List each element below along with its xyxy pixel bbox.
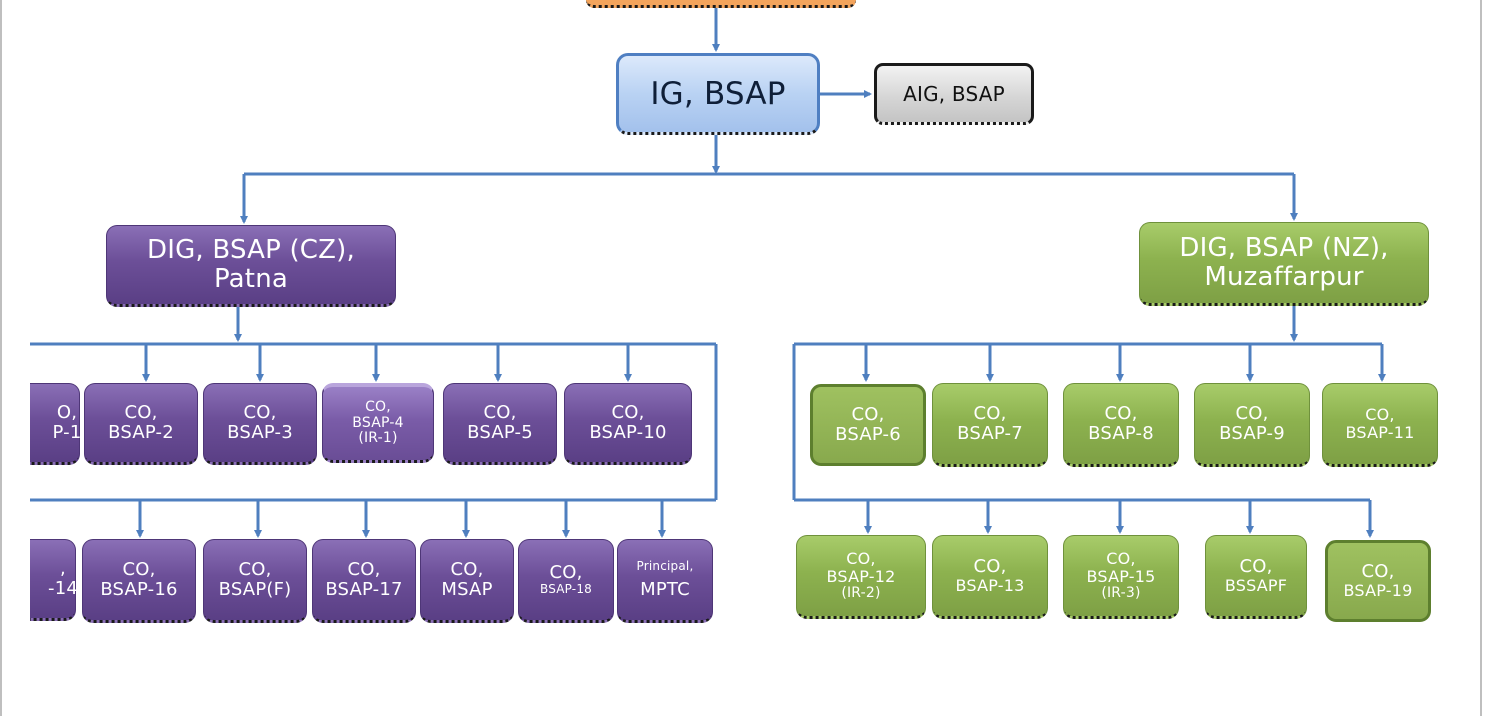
unit-box-north-row1-0: CO, BSAP-6 xyxy=(810,384,926,466)
unit-line1: CO, xyxy=(846,549,876,569)
unit-box-central-row1-0: O, P-1 xyxy=(30,383,82,465)
unit-line3: (IR-1) xyxy=(358,430,398,447)
dig-central-zone-box: DIG, BSAP (CZ), Patna xyxy=(106,225,396,307)
unit-box-central-row1-4: CO, BSAP-5 xyxy=(443,383,557,465)
unit-box-central-row2-5: CO, BSAP-18 xyxy=(518,539,614,623)
unit-box-central-row1-5: CO, BSAP-10 xyxy=(564,383,692,465)
unit-line1: CO, xyxy=(243,401,277,423)
unit-line2: BSAP-16 xyxy=(100,579,178,600)
unit-line1: CO, xyxy=(611,401,645,423)
dig-north-line2: Muzaffarpur xyxy=(1204,262,1364,292)
unit-line2: BSAP-8 xyxy=(1088,423,1154,444)
unit-line1: CO, xyxy=(1235,402,1269,424)
unit-box-north-row2-1: CO, BSAP-13 xyxy=(932,535,1048,619)
unit-line2: BSAP-10 xyxy=(589,422,667,443)
unit-line2: BSAP-4 xyxy=(352,414,404,431)
unit-box-central-row2-0: , -14 xyxy=(30,539,78,621)
dig-north-line1: DIG, BSAP (NZ), xyxy=(1179,232,1389,263)
unit-line1: CO, xyxy=(851,403,885,425)
aig-bsap-box: AIG, BSAP xyxy=(874,63,1034,125)
unit-line2: BSAP-13 xyxy=(955,576,1025,596)
ig-bsap-label: IG, BSAP xyxy=(650,75,786,112)
unit-line1: CO, xyxy=(973,402,1007,424)
unit-box-north-row1-3: CO, BSAP-9 xyxy=(1194,383,1310,467)
unit-line2: MSAP xyxy=(441,579,493,600)
clipped-unit-left-row1: O, P-1 xyxy=(30,380,82,470)
unit-line3: (IR-2) xyxy=(841,585,881,602)
unit-line2: BSAP-7 xyxy=(957,423,1023,444)
unit-box-north-row1-4: CO, BSAP-11 xyxy=(1322,383,1438,467)
unit-line2: BSAP-2 xyxy=(108,422,174,443)
unit-line1: , xyxy=(60,557,66,579)
unit-line1: CO, xyxy=(1365,405,1395,425)
unit-line2: BSAP-12 xyxy=(826,567,896,587)
unit-line1: CO, xyxy=(124,401,158,423)
clipped-unit-left-row2: , -14 xyxy=(30,536,78,626)
unit-box-north-row2-2: CO, BSAP-15 (IR-3) xyxy=(1063,535,1179,619)
left-frame-border xyxy=(0,0,2,716)
right-frame-border xyxy=(1480,0,1482,716)
unit-line2: BSAP-19 xyxy=(1343,581,1413,601)
unit-line2: BSAP(F) xyxy=(218,579,292,600)
unit-box-central-row2-2: CO, BSAP(F) xyxy=(203,539,307,623)
unit-box-central-row1-1: CO, BSAP-2 xyxy=(84,383,198,465)
dig-central-line2: Patna xyxy=(213,264,289,294)
unit-line1: O, xyxy=(56,401,78,423)
unit-line3: (IR-3) xyxy=(1101,585,1141,602)
unit-line2: BSAP-5 xyxy=(467,422,533,443)
dig-north-zone-box: DIG, BSAP (NZ), Muzaffarpur xyxy=(1139,222,1429,306)
unit-box-central-row2-3: CO, BSAP-17 xyxy=(312,539,416,623)
unit-box-central-row1-2: CO, BSAP-3 xyxy=(203,383,317,465)
unit-line2: MPTC xyxy=(640,578,690,600)
unit-box-north-row1-1: CO, BSAP-7 xyxy=(932,383,1048,467)
unit-line1: CO, xyxy=(238,558,272,580)
unit-line1: CO, xyxy=(365,398,391,415)
unit-line1: CO, xyxy=(1239,555,1273,577)
dig-central-line1: DIG, BSAP (CZ), xyxy=(147,234,355,265)
unit-line2: BSAP-3 xyxy=(227,422,293,443)
unit-box-north-row1-2: CO, BSAP-8 xyxy=(1063,383,1179,467)
unit-line2: BSAP-11 xyxy=(1345,423,1415,442)
unit-line2: BSAP-9 xyxy=(1219,423,1285,444)
unit-line2: P-1 xyxy=(52,422,82,443)
unit-box-north-row2-4: CO, BSAP-19 xyxy=(1325,540,1431,622)
unit-line2: BSAP-15 xyxy=(1086,567,1156,587)
unit-line1: CO, xyxy=(450,558,484,580)
unit-line1: CO, xyxy=(1104,402,1138,424)
unit-line1: CO, xyxy=(347,558,381,580)
unit-line1: CO, xyxy=(122,558,156,580)
unit-box-central-row2-6: Principal, MPTC xyxy=(617,539,713,623)
unit-line1: CO, xyxy=(1106,549,1136,569)
unit-line2: BSSAPF xyxy=(1224,576,1288,596)
unit-box-central-row2-4: CO, MSAP xyxy=(420,539,514,623)
unit-line1: CO, xyxy=(1361,560,1395,582)
top-authority-box xyxy=(586,0,856,8)
unit-line1: CO, xyxy=(973,555,1007,577)
unit-line1: Principal, xyxy=(636,559,694,574)
unit-line2: BSAP-18 xyxy=(539,582,593,597)
unit-line2: BSAP-17 xyxy=(325,579,403,600)
unit-box-north-row2-0: CO, BSAP-12 (IR-2) xyxy=(796,535,926,619)
unit-line2: BSAP-6 xyxy=(835,424,901,445)
aig-bsap-label: AIG, BSAP xyxy=(903,81,1005,106)
unit-line1: CO, xyxy=(549,562,583,584)
unit-box-central-row1-3: CO, BSAP-4 (IR-1) xyxy=(322,383,434,463)
unit-line2: -14 xyxy=(48,578,78,599)
unit-line1: CO, xyxy=(483,401,517,423)
unit-box-north-row2-3: CO, BSSAPF xyxy=(1205,535,1307,619)
ig-bsap-box: IG, BSAP xyxy=(616,53,820,135)
unit-box-central-row2-1: CO, BSAP-16 xyxy=(82,539,196,623)
